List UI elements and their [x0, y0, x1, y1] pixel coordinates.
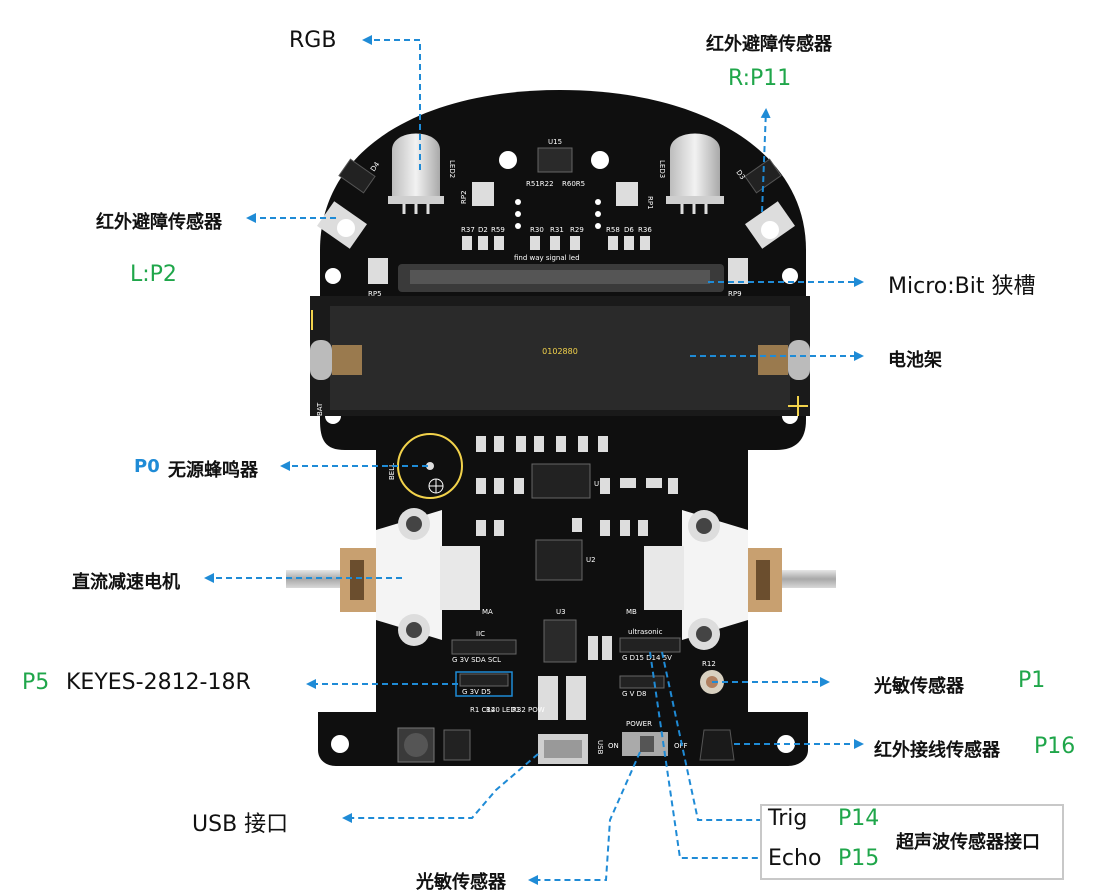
leader-lines [204, 35, 864, 885]
r30-label: R30 [530, 226, 544, 234]
r32-pow-label: R32 POW [512, 706, 545, 714]
r20-led1-label: R20 LED1 [486, 706, 520, 714]
microbit-slot-label: Micro:Bit 狭槽 [888, 274, 1036, 299]
rp1-label: RP1 [646, 196, 654, 210]
on-label: ON [608, 742, 619, 750]
echo-label: Echo [768, 846, 822, 871]
r1-c14-label: R1 C14 [470, 706, 496, 714]
power-label: POWER [626, 720, 652, 728]
d6-label: D6 [624, 226, 634, 234]
j4-pins-label: G V D8 [622, 690, 647, 698]
ir-receiver-title: 红外接线传感器 [874, 740, 1000, 761]
top-center-components: U15 RP2 RP1 R51R22 R60R5 R37 D2 R59 R30 … [460, 138, 654, 262]
rp9-label: RP9 [728, 290, 742, 298]
dc-motor-right: MB [626, 510, 836, 650]
pcb-board [318, 90, 808, 766]
buzzer-pin: P0 [134, 456, 160, 477]
d2-label: D2 [478, 226, 488, 234]
battery-holder: 0102880 BAT [310, 296, 810, 416]
r58-label: R58 [606, 226, 620, 234]
echo-pin: P15 [838, 846, 880, 871]
ultra-pins-label: G D15 D14 5V [622, 654, 672, 662]
rgb-led-right: LED3 [658, 133, 724, 214]
u2-label: U2 [586, 556, 596, 564]
ultrasonic-interface-box [760, 804, 1064, 880]
trig-pin: P14 [838, 806, 880, 831]
r59-label: R59 [491, 226, 505, 234]
bell-label: BELL [388, 463, 396, 480]
rgb-led-left: LED2 [388, 133, 456, 214]
bottom-components: USB POWER ON OFF R12 [397, 660, 735, 764]
u15-label: U15 [548, 138, 562, 146]
r31-label: R31 [550, 226, 564, 234]
ir-obstacle-right-title: 红外避障传感器 [706, 34, 832, 55]
off-label: OFF [674, 742, 688, 750]
photo-sensor-bottom-title: 光敏传感器 [416, 872, 506, 893]
trig-label: Trig [768, 806, 808, 831]
headers: IIC G 3V SDA SCL ultrasonic G D15 D14 5V… [451, 628, 681, 720]
r37-label: R37 [461, 226, 475, 234]
battery-code: 0102880 [542, 347, 578, 356]
r29-label: R29 [570, 226, 584, 234]
rgb-label: RGB [289, 28, 337, 53]
usb-port-label: USB 接口 [192, 812, 289, 837]
rp5-label: RP5 [368, 290, 382, 298]
u3-label: U3 [556, 608, 566, 616]
keyes-pin: P5 [22, 670, 50, 695]
r60r5-label: R60R5 [562, 180, 585, 188]
photo-sensor-right-pin: P1 [1018, 668, 1046, 693]
led3-label: LED3 [658, 160, 666, 178]
u1-label: U1 [594, 480, 604, 488]
find-way-label: find way signal led [514, 254, 580, 262]
photo-sensor-right-title: 光敏传感器 [874, 676, 964, 697]
dc-motor-label: 直流减速电机 [72, 572, 180, 593]
iic-pins-label: G 3V SDA SCL [452, 656, 501, 664]
ultrasonic-label: ultrasonic [628, 628, 663, 636]
led2-label: LED2 [448, 160, 456, 178]
mb-label: MB [626, 608, 637, 616]
r51r22-label: R51R22 [526, 180, 554, 188]
chips: U1 U2 U3 [476, 436, 678, 663]
r12-label: R12 [702, 660, 716, 668]
j5-pins-label: G 3V D5 [462, 688, 491, 696]
ir-receiver-pin: P16 [1034, 734, 1076, 759]
dc-motor-left: MA [286, 508, 493, 646]
microbit-slot: RP5 RP9 [368, 258, 748, 298]
keyes-title: KEYES-2812-18R [66, 670, 251, 695]
bat-label: BAT [316, 402, 324, 416]
ir-obstacle-left-pin: L:P2 [130, 262, 177, 287]
usb-label: USB [596, 740, 604, 755]
ir-obstacle-left-title: 红外避障传感器 [96, 212, 222, 233]
iic-label: IIC [476, 630, 485, 638]
battery-holder-label: 电池架 [888, 350, 942, 371]
ma-label: MA [482, 608, 493, 616]
rp2-label: RP2 [460, 190, 468, 204]
r36-label: R36 [638, 226, 652, 234]
ir-obstacle-right-pin: R:P11 [728, 66, 792, 91]
buzzer-title: 无源蜂鸣器 [168, 460, 258, 481]
ultrasonic-interface-label: 超声波传感器接口 [896, 832, 1040, 853]
